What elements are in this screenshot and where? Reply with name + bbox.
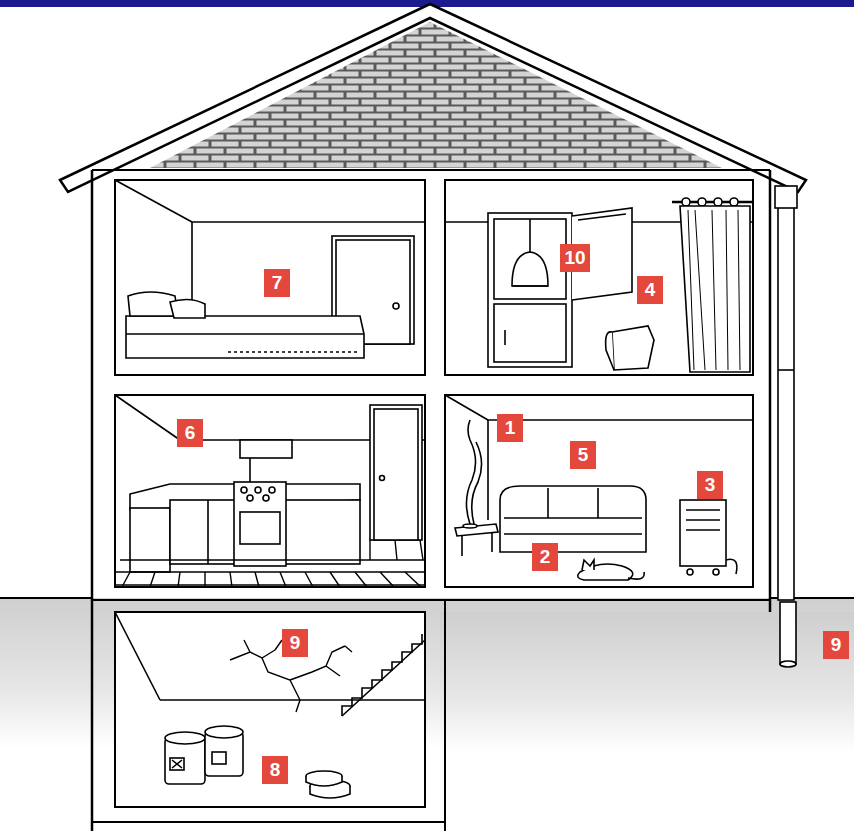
callout-number: 9: [823, 631, 849, 659]
callout-number: 1: [497, 414, 523, 442]
callout-number: 8: [262, 756, 288, 784]
callout-number: 10: [560, 244, 589, 272]
callout-number: 7: [264, 269, 290, 297]
callout-number: 5: [570, 441, 596, 469]
callout-number: 6: [177, 419, 203, 447]
callout-number: 4: [637, 276, 663, 304]
callout-number: 2: [532, 543, 558, 571]
callout-number: 3: [697, 471, 723, 499]
callout-number: 9: [282, 629, 308, 657]
